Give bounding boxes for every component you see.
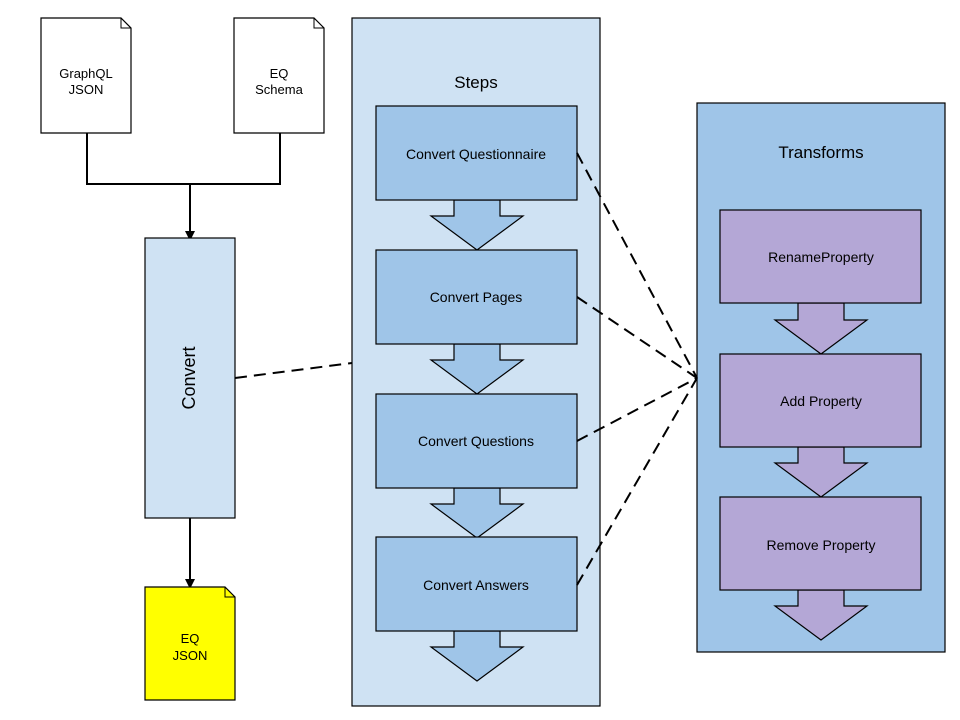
transform-rename-property: RenameProperty: [719, 209, 922, 304]
graphql-json-line2: JSON: [69, 82, 104, 97]
eq-schema-document: EQ Schema: [233, 17, 325, 134]
transform-label: Remove Property: [767, 537, 876, 553]
eq-json-line1: EQ: [181, 631, 200, 646]
transform-add-property: Add Property: [719, 353, 922, 448]
step-arrow: [429, 487, 525, 539]
transform-arrow: [773, 446, 869, 498]
step-label: Convert Questionnaire: [406, 146, 546, 162]
step-label: Convert Questions: [418, 433, 534, 449]
convert-box: Convert: [144, 237, 236, 519]
transform-label: Add Property: [780, 393, 862, 409]
eq-schema-line2: Schema: [255, 82, 303, 97]
graphql-json-document: GraphQL JSON: [40, 17, 132, 134]
step-arrow: [429, 199, 525, 251]
step-to-transforms-dashed-line: [576, 377, 698, 442]
step-label: Convert Answers: [423, 577, 529, 593]
step-arrow: [429, 343, 525, 395]
step-arrow: [429, 630, 525, 682]
input-merge-connector: [86, 133, 281, 241]
step-to-transforms-dashed-line: [576, 377, 698, 586]
transform-arrows: [773, 302, 869, 641]
step-convert-questionnaire: Convert Questionnaire: [375, 105, 578, 201]
convert-to-steps-dashed-line: [234, 362, 353, 379]
step-convert-questions: Convert Questions: [375, 393, 578, 489]
step-to-transforms-dashed-line: [576, 296, 698, 379]
dashed-relations: [234, 152, 698, 586]
eq-json-document: EQ JSON: [144, 586, 236, 701]
eq-json-line2: JSON: [173, 648, 208, 663]
eq-schema-line1: EQ: [270, 66, 289, 81]
graphql-json-line1: GraphQL: [59, 66, 112, 81]
transform-arrow: [773, 302, 869, 355]
step-convert-pages: Convert Pages: [375, 249, 578, 345]
step-convert-answers: Convert Answers: [375, 536, 578, 632]
transforms-title: Transforms: [778, 143, 863, 162]
step-to-transforms-dashed-line: [576, 152, 698, 379]
convert-label: Convert: [179, 346, 199, 409]
transform-remove-property: Remove Property: [719, 496, 922, 591]
transform-arrow: [773, 589, 869, 641]
step-arrows: [429, 199, 525, 682]
transform-label: RenameProperty: [768, 249, 874, 265]
steps-title: Steps: [454, 73, 497, 92]
step-label: Convert Pages: [430, 289, 523, 305]
